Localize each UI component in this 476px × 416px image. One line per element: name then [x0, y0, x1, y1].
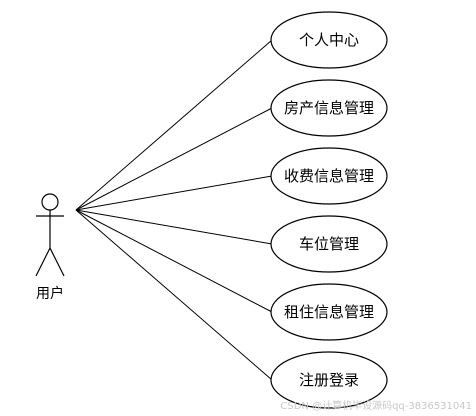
use-case-ellipse — [270, 11, 388, 69]
use-case-label: 租住信息管理 — [284, 303, 374, 321]
use-case-label: 注册登录 — [299, 371, 359, 389]
actor-head — [41, 193, 59, 211]
use-case-ellipse — [270, 215, 388, 273]
use-case-parking: 车位管理 — [270, 215, 388, 273]
use-case-register-login: 注册登录 — [270, 351, 388, 409]
watermark: CSDN @计算机毕设源码qq-3836531041 — [280, 401, 472, 412]
actor-right-leg — [49, 247, 65, 277]
actor-label: 用户 — [36, 285, 64, 302]
association-line-fee-info — [75, 175, 273, 211]
association-line-register-login — [75, 209, 273, 381]
association-line-personal-center — [75, 39, 273, 211]
use-case-fee-info: 收费信息管理 — [270, 147, 388, 205]
association-lines — [75, 39, 273, 381]
use-case-house-info: 房产信息管理 — [270, 79, 388, 137]
association-line-rental-info — [75, 209, 273, 313]
use-case-label: 房产信息管理 — [284, 99, 374, 117]
use-case-label: 车位管理 — [299, 235, 359, 253]
use-case-ellipse — [270, 351, 388, 409]
association-line-parking — [75, 209, 273, 245]
use-case-ellipse — [270, 79, 388, 137]
use-case-rental-info: 租住信息管理 — [270, 283, 388, 341]
use-case-label: 收费信息管理 — [284, 167, 374, 185]
association-line-house-info — [75, 107, 273, 211]
use-case-personal-center: 个人中心 — [270, 11, 388, 69]
use-case-label: 个人中心 — [299, 31, 359, 49]
use-case-ellipse — [270, 283, 388, 341]
actor-user: 用户 — [35, 193, 65, 302]
use-case-ellipse — [270, 147, 388, 205]
actor-left-leg — [35, 247, 51, 277]
